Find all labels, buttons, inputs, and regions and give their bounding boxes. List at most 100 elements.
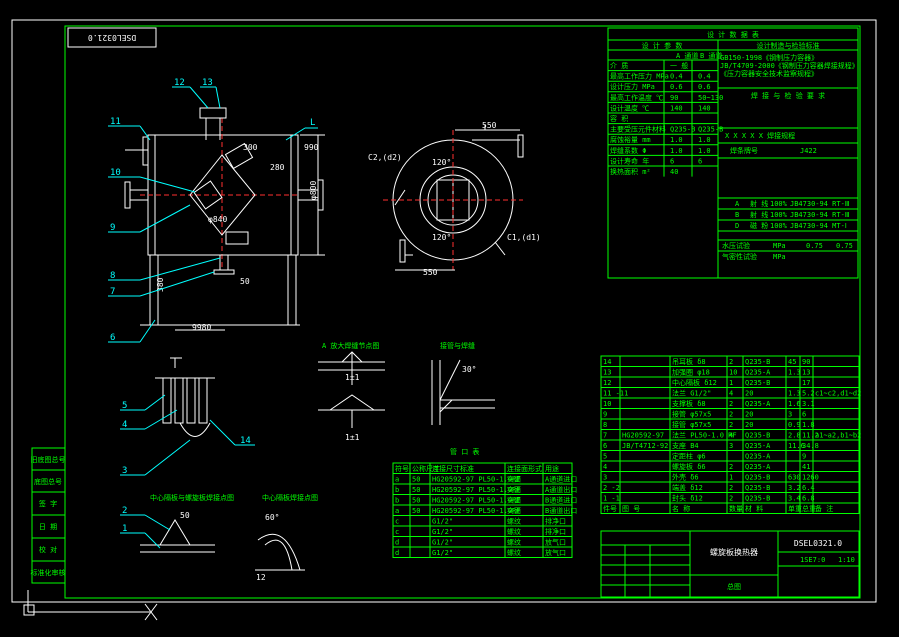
dim-weld-4: 60° bbox=[265, 513, 279, 522]
bom-w2: 90 bbox=[802, 358, 810, 366]
nozzle-header: 公称尺寸 bbox=[412, 464, 440, 473]
design-row-b: 1.0 bbox=[698, 136, 711, 144]
design-row-a: 1.0 bbox=[670, 147, 683, 155]
design-row-b: 0.4 bbox=[698, 73, 711, 81]
detail-section-view: 5 4 3 14 bbox=[120, 357, 255, 476]
title-assembly-label: 总图 bbox=[727, 582, 741, 591]
dim-weld-2: 1±1 bbox=[345, 433, 360, 442]
dim-d1: φ840 bbox=[208, 215, 227, 224]
design-row-label: 焊缝系数 Φ bbox=[610, 146, 646, 155]
std-line-2: 《压力容器安全技术监察规程》 bbox=[720, 69, 818, 78]
bom-w1: 3.2 bbox=[788, 484, 801, 492]
nozzle-header: 连接面形式 bbox=[507, 464, 542, 473]
bom-mat: Q235-A bbox=[745, 442, 771, 450]
bom-w2: 17 bbox=[802, 379, 810, 387]
left-revision-strip: 旧底图总号 底图总号 签 字 日 期 校 对 标准化审核 bbox=[31, 447, 66, 584]
test-label: 水压试验 bbox=[722, 241, 750, 250]
dim-weld-6: 12 bbox=[256, 573, 266, 582]
side-dim-bot: 550 bbox=[423, 268, 438, 277]
nozzle-std: G1/2" bbox=[432, 528, 453, 536]
nozzle-std: HG20592-97 PL50-1.0RF bbox=[432, 507, 521, 515]
dim-h3: 300 bbox=[243, 143, 258, 152]
design-row-a: 6 bbox=[670, 157, 674, 165]
weld-std-label: 焊条牌号 bbox=[730, 146, 758, 155]
strip-label-5: 标准化审核 bbox=[31, 568, 66, 577]
bom-mat: 20 bbox=[745, 390, 753, 398]
callout-7: 7 bbox=[110, 287, 115, 297]
callout-13: 13 bbox=[202, 78, 213, 88]
title-scale: 1:10 bbox=[838, 556, 855, 564]
design-row-b: 1.0 bbox=[698, 147, 711, 155]
nozzle-sym: a bbox=[395, 507, 399, 515]
bom-name: 封头 δ12 bbox=[672, 494, 703, 503]
detail-d-title: 中心隔板焊接点图 bbox=[262, 493, 318, 502]
strip-label-1: 底图总号 bbox=[34, 477, 62, 486]
nozzle-face: 螺纹 bbox=[507, 548, 521, 557]
callout-10: 10 bbox=[110, 168, 121, 178]
bom-w1: 1.6 bbox=[788, 400, 801, 408]
bom-dwg: JB/T4712-92 bbox=[622, 442, 668, 450]
bom-mat: Q235-A bbox=[745, 453, 771, 461]
bom-name: 法兰 PL50-1.0 RF bbox=[672, 431, 737, 440]
dim-d2: φ800 bbox=[309, 181, 318, 200]
bom-name: 接管 φ57x5 bbox=[672, 410, 711, 419]
nozzle-use: A通道出口 bbox=[545, 485, 577, 494]
bom-w1: 630 bbox=[788, 474, 801, 482]
drawing-inner-frame bbox=[64, 25, 861, 599]
bom-w2: 9 bbox=[802, 453, 806, 461]
ndt-ratio: 100% bbox=[770, 211, 788, 219]
bom-qty: 10 bbox=[729, 369, 737, 377]
nozzle-face: 螺纹 bbox=[507, 527, 521, 536]
bom-w2: 1.8 bbox=[802, 421, 815, 429]
bom-no: 14 bbox=[603, 358, 611, 366]
test-label: 气密性试验 bbox=[722, 252, 757, 261]
nozzle-sym: d bbox=[395, 549, 399, 557]
bom-no: 10 bbox=[603, 400, 611, 408]
bom-qty: 3 bbox=[729, 442, 733, 450]
bom-header: 件号 bbox=[603, 504, 617, 513]
bom-mat: Q235-A bbox=[745, 369, 771, 377]
bom-note: a1~a2,b1~b2 bbox=[815, 432, 861, 440]
side-c1-label: C1,(d1) bbox=[507, 233, 541, 242]
dim-h1: 990 bbox=[304, 143, 319, 152]
nozzle-std: HG20592-97 PL50-1.0RF bbox=[432, 486, 521, 494]
nozzle-face: 突面 bbox=[507, 475, 521, 484]
design-row-label: 介 质 bbox=[610, 61, 628, 70]
nozzle-dn: 50 bbox=[412, 486, 420, 494]
design-sub-right: 设计制造与检验标准 bbox=[757, 41, 820, 50]
bom-mat: 20 bbox=[745, 411, 753, 419]
nozzle-sym: c bbox=[395, 528, 399, 536]
bom-w1: 11.6 bbox=[788, 442, 805, 450]
design-row-label: 换热面积 m² bbox=[610, 167, 651, 176]
nozzle-sym: d bbox=[395, 539, 399, 547]
nozzle-std: G1/2" bbox=[432, 539, 453, 547]
nozzle-std: G1/2" bbox=[432, 518, 453, 526]
bom-header: 图 号 bbox=[622, 505, 640, 513]
design-row-b: Q235-B bbox=[698, 126, 723, 134]
bom-w2: 41 bbox=[802, 463, 810, 471]
bom-w1: 1.3 bbox=[788, 369, 801, 377]
nozzle-use: 放气口 bbox=[545, 548, 566, 557]
design-title: 设 计 数 据 表 bbox=[707, 30, 759, 39]
design-row-label: 腐蚀裕量 mm bbox=[610, 135, 651, 144]
strip-label-3: 日 期 bbox=[39, 523, 57, 531]
design-row-b: 140 bbox=[698, 104, 711, 112]
dim-len: 9980 bbox=[192, 323, 211, 332]
callout-14: 14 bbox=[240, 436, 251, 446]
nozzle-std: G1/2" bbox=[432, 549, 453, 557]
nozzle-sym: c bbox=[395, 518, 399, 526]
bom-qty: 2 bbox=[729, 484, 733, 492]
design-row-b: 6 bbox=[698, 157, 702, 165]
bom-w2: 3.1 bbox=[802, 400, 815, 408]
design-row-label: 容 积 bbox=[610, 114, 628, 123]
bom-w2: 6 bbox=[802, 411, 806, 419]
callout-12: 12 bbox=[174, 78, 185, 88]
ndt-method: 射 线 bbox=[750, 199, 768, 208]
design-row-label: 最高工作温度 ℃ bbox=[610, 93, 663, 102]
nozzle-face: 螺纹 bbox=[507, 538, 521, 547]
bom-name: 支撑板 δ8 bbox=[672, 399, 706, 408]
test-unit: MPa bbox=[773, 253, 786, 261]
bom-header: 数量 bbox=[729, 504, 743, 513]
